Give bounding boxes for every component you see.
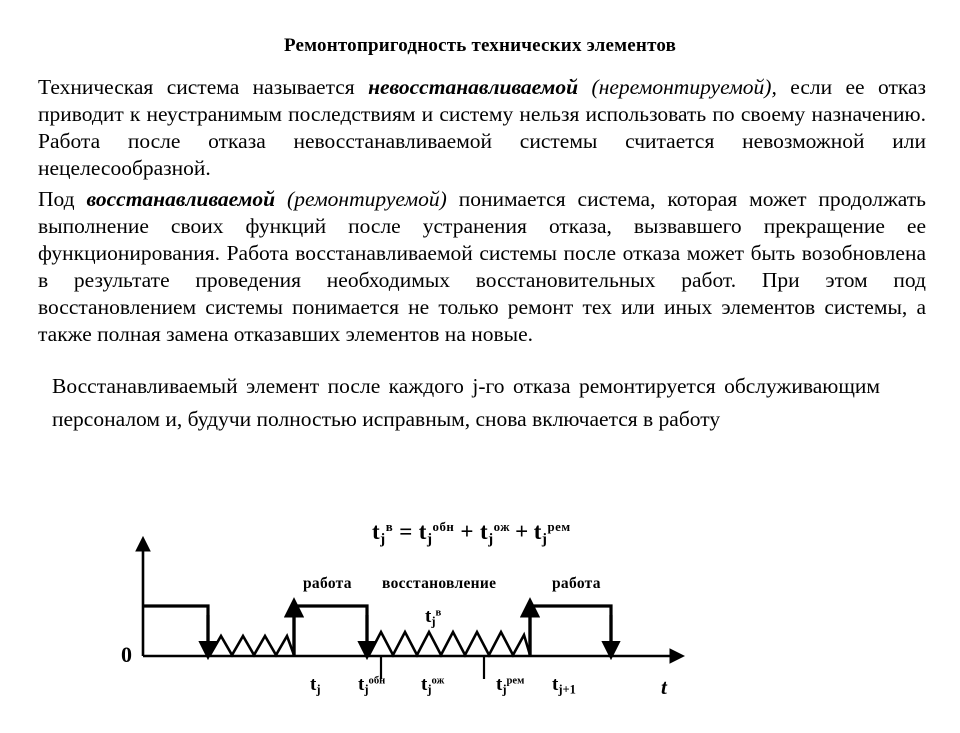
downtime-zigzag — [208, 628, 532, 658]
tick-label-tj-rem-sup: рем — [506, 675, 525, 687]
caption-work-2: работа — [552, 574, 601, 592]
paragraph-2-run-3 — [275, 187, 287, 211]
page-root: Ремонтопригодность технических элементов… — [0, 12, 960, 733]
repairability-timing-diagram: tjв=tjобн+tjож+tjрем работа восстановлен… — [0, 497, 960, 733]
caption-restoration: восстановление — [382, 574, 497, 592]
formula-term-4-sub: j — [541, 529, 548, 547]
formula-operator-1: = — [399, 518, 413, 544]
formula-term-1-sup: в — [385, 519, 394, 534]
work-segment-1 — [143, 604, 210, 647]
tick-label-tj-next: tj+1 — [552, 673, 576, 697]
zigzag-interval-1 — [208, 632, 296, 658]
tick-label-tj-rem-sub: j — [502, 682, 507, 697]
formula-term-2-sub: j — [426, 529, 433, 547]
formula-term-4-sup: рем — [547, 519, 571, 534]
paragraph-3: Восстанавливаемый элемент после каждого … — [52, 370, 880, 436]
diagram-svg — [135, 535, 686, 679]
formula-term-2-sup: обн — [432, 519, 455, 534]
tick-label-tj: tj — [310, 673, 321, 697]
formula-term-4: tjрем — [533, 518, 571, 547]
tick-label-tj-ozh-sub: j — [427, 682, 432, 697]
tick-label-tj-ozh: tjож — [421, 673, 445, 697]
paragraph-2-run-5: понимается система, которая может продол… — [38, 186, 926, 346]
paragraph-2: Под восстанавливаемой (ремонтируемой) по… — [38, 186, 926, 348]
tick-label-tj-next-sub: j+1 — [558, 682, 576, 697]
paragraph-1-run-1: Техническая система называется — [38, 74, 369, 99]
label-axis-x: t — [661, 674, 667, 699]
formula-term-3: tjож — [479, 518, 511, 547]
work-segment-2 — [295, 604, 369, 647]
label-restoration-interval-sub: j — [431, 614, 436, 629]
tick-label-tj-obn-sub: j — [364, 682, 369, 697]
paragraph-1-run-5: если ее отказ приводит к неустранимым по… — [38, 74, 926, 180]
work-segment-3 — [531, 604, 613, 647]
paragraph-3-run-1: Восстанавливаемый элемент после каждого … — [52, 373, 880, 431]
page-title: Ремонтопригодность технических элементов — [283, 34, 677, 56]
zigzag-interval-2 — [367, 628, 532, 658]
formula-term-2: tjобн — [418, 518, 455, 547]
tick-label-tj-obn-sup: обн — [368, 675, 386, 687]
formula-term-3-sup: ож — [493, 519, 511, 534]
caption-work-1: работа — [303, 574, 352, 592]
tick-label-tj-ozh-sup: ож — [431, 675, 445, 687]
paragraph-1-run-2-emphasis: невосстанавливаемой — [368, 74, 579, 99]
paragraph-1-run-4-emphasis: (неремонтируемой), — [591, 74, 777, 99]
failure-arrows — [198, 614, 621, 660]
figure-formula: tjв=tjобн+tjож+tjрем — [372, 520, 571, 546]
paragraph-1-run-3 — [578, 75, 591, 99]
formula-operator-3: + — [515, 518, 529, 544]
label-origin-zero: 0 — [121, 641, 132, 667]
paragraph-2-run-2-emphasis: восстанавливаемой — [86, 186, 276, 211]
paragraph-1: Техническая система называется невосстан… — [38, 74, 926, 182]
formula-operator-2: + — [460, 518, 474, 544]
tick-label-tj-obn: tjобн — [358, 673, 386, 697]
tick-label-tj-sub: j — [316, 682, 321, 697]
document-body: Техническая система называется невосстан… — [38, 74, 926, 436]
label-restoration-interval-sup: в — [435, 607, 442, 619]
formula-term-3-sub: j — [488, 529, 494, 547]
formula-term-1: tjв — [372, 518, 394, 547]
restore-arrows — [283, 596, 541, 655]
paragraph-2-run-4-emphasis: (ремонтируемой) — [287, 186, 447, 211]
label-restoration-interval: tjв — [425, 605, 442, 629]
tick-label-tj-rem: tjрем — [496, 673, 525, 697]
axis-tick-separators — [379, 655, 486, 679]
formula-term-1-sub: j — [380, 529, 386, 547]
paragraph-2-run-1: Под — [38, 186, 87, 211]
